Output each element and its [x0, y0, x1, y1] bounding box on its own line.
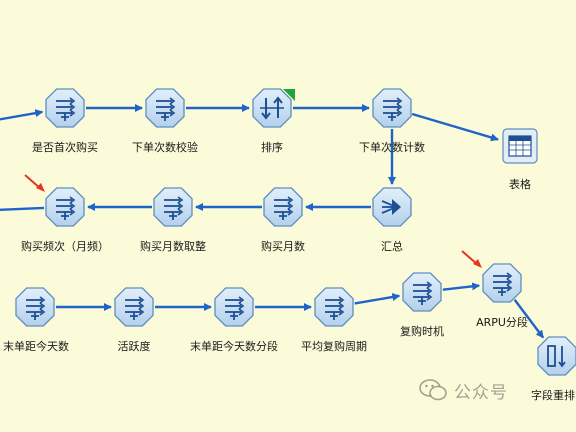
node-label-n14: 复购时机 [400, 325, 444, 338]
cache-flag-icon [283, 89, 295, 101]
field-ops-icon [325, 296, 345, 320]
wechat-icon [419, 379, 447, 401]
node-label-n8: 购买月数取整 [140, 240, 206, 253]
annotation-arrow-icon [461, 250, 482, 268]
node-n7[interactable] [263, 187, 303, 227]
node-n16[interactable] [537, 336, 576, 376]
node-label-n15: ARPU分段 [476, 316, 528, 329]
node-label-n9: 购买频次（月频） [21, 240, 109, 253]
node-n6[interactable] [372, 187, 412, 227]
field-ops-icon [383, 97, 403, 121]
edge-n9-out2 [0, 206, 45, 212]
node-shape [537, 336, 576, 376]
annotation-arrow-icon [24, 174, 45, 192]
node-label-n1: 是否首次购买 [32, 141, 98, 154]
watermark-text: 公众号 [454, 382, 508, 403]
edge-n4-n5 [411, 112, 499, 142]
edge-n13-n14 [354, 293, 401, 305]
node-shape [372, 88, 412, 128]
node-shape [15, 287, 55, 327]
field-ops-icon [413, 281, 433, 305]
field-ops-icon [156, 97, 176, 121]
node-n1[interactable] [45, 88, 85, 128]
node-label-n10: 末单距今天数 [3, 340, 69, 353]
node-label-n13: 平均复购周期 [301, 340, 367, 353]
table-icon [508, 135, 532, 157]
node-n5[interactable] [502, 128, 538, 164]
node-label-n4: 下单次数计数 [359, 141, 425, 154]
node-shape [145, 88, 185, 128]
node-n9[interactable] [24, 174, 85, 227]
watermark: 公众号 [418, 378, 508, 403]
node-n10[interactable] [15, 287, 55, 327]
field-ops-icon [56, 97, 76, 121]
field-ops-icon [493, 272, 513, 296]
node-label-n5: 表格 [509, 178, 531, 191]
node-label-n12: 末单距今天数分段 [190, 340, 278, 353]
node-n13[interactable] [314, 287, 354, 327]
sort-icon [260, 96, 284, 120]
node-n14[interactable] [402, 272, 442, 312]
reorder-icon [547, 345, 566, 368]
field-ops-icon [26, 296, 46, 320]
field-ops-icon [56, 196, 76, 220]
node-n4[interactable] [372, 88, 412, 128]
field-ops-icon [125, 296, 145, 320]
node-shape [114, 287, 154, 327]
node-n8[interactable] [153, 187, 193, 227]
node-label-n11: 活跃度 [117, 340, 151, 353]
node-shape [314, 287, 354, 327]
node-n15[interactable] [461, 250, 522, 303]
node-label-n3: 排序 [261, 141, 283, 154]
edge-n15-n16 [513, 299, 545, 339]
field-ops-icon [164, 196, 184, 220]
node-n3[interactable] [252, 88, 295, 128]
aggregate-icon [381, 199, 401, 215]
node-label-n16: 字段重排 [531, 389, 575, 402]
node-n11[interactable] [114, 287, 154, 327]
node-shape [482, 263, 522, 303]
node-shape [214, 287, 254, 327]
node-label-n2: 下单次数校验 [132, 141, 198, 154]
node-shape [263, 187, 303, 227]
node-label-n7: 购买月数 [261, 240, 305, 253]
node-label-n6: 汇总 [381, 240, 403, 253]
node-shape [153, 187, 193, 227]
node-n12[interactable] [214, 287, 254, 327]
field-ops-icon [225, 296, 245, 320]
node-shape [402, 272, 442, 312]
node-shape [45, 187, 85, 227]
edge-n14-n15 [442, 282, 481, 291]
node-shape [45, 88, 85, 128]
edge-in1-n1 [0, 109, 44, 121]
field-ops-icon [274, 196, 294, 220]
node-n2[interactable] [145, 88, 185, 128]
